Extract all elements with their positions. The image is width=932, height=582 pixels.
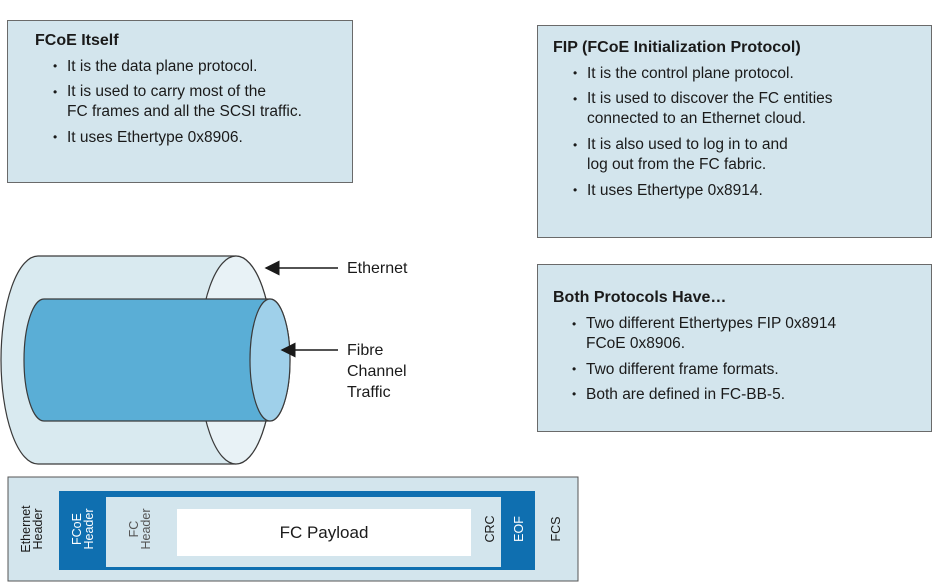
fip-bullet-line: It is also used to log in to and <box>587 136 788 153</box>
fcoe-box-title: FCoE Itself <box>35 32 119 49</box>
ethernet-label: Ethernet <box>347 260 408 277</box>
fip-bullet: It uses Ethertype 0x8914. <box>573 181 931 200</box>
fip-bullet: It is also used to log in to and log out… <box>573 135 931 175</box>
fcoe-bullet-line: It is used to carry most of the <box>67 83 266 100</box>
fip-bullet-line: log out from the FC fabric. <box>587 156 767 173</box>
both-bullet-line: Two different Ethertypes FIP 0x8914 <box>586 315 837 332</box>
fc-payload-label: FC Payload <box>279 522 369 542</box>
fip-bullet: It is used to discover the FC entities c… <box>573 89 931 129</box>
fcoe-itself-box: FCoE Itself It is the data plane protoco… <box>7 20 353 183</box>
fc-label-line: Traffic <box>347 384 391 401</box>
both-bullet: Both are defined in FC-BB-5. <box>572 385 931 404</box>
fcs-label: FCS <box>549 516 563 542</box>
eof-label: EOF <box>512 516 526 542</box>
both-bullet-line: FCoE 0x8906. <box>586 335 686 352</box>
fcoe-bullet-list: It is the data plane protocol. It is use… <box>35 57 352 147</box>
fcoe-bullet: It uses Ethertype 0x8906. <box>53 128 352 147</box>
fibre-channel-traffic-label: Fibre Channel Traffic <box>347 340 407 403</box>
both-bullet-list: Two different Ethertypes FIP 0x8914 FCoE… <box>553 314 931 404</box>
fc-label-line: Fibre <box>347 342 384 359</box>
fip-bullet-list: It is the control plane protocol. It is … <box>553 64 931 200</box>
fcoe-bullet: It is the data plane protocol. <box>53 57 352 76</box>
both-bullet: Two different frame formats. <box>572 360 931 379</box>
fip-bullet-line: connected to an Ethernet cloud. <box>587 110 806 127</box>
fcoe-bullet: It is used to carry most of the FC frame… <box>53 82 352 122</box>
fcoe-bullet-line: FC frames and all the SCSI traffic. <box>67 103 302 120</box>
fc-label-line: Channel <box>347 363 407 380</box>
fip-bullet: It is the control plane protocol. <box>573 64 931 83</box>
both-box-title: Both Protocols Have… <box>553 289 727 306</box>
fip-box: FIP (FCoE Initialization Protocol) It is… <box>537 25 932 238</box>
fip-bullet-line: It is used to discover the FC entities <box>587 90 833 107</box>
frame-format <box>7 476 579 582</box>
both-protocols-box: Both Protocols Have… Two different Ether… <box>537 264 932 432</box>
crc-label: CRC <box>483 515 497 543</box>
fip-box-title: FIP (FCoE Initialization Protocol) <box>553 39 801 56</box>
payload-rect <box>177 509 471 556</box>
fibre-channel-tube <box>23 298 291 422</box>
both-bullet: Two different Ethertypes FIP 0x8914 FCoE… <box>572 314 931 354</box>
